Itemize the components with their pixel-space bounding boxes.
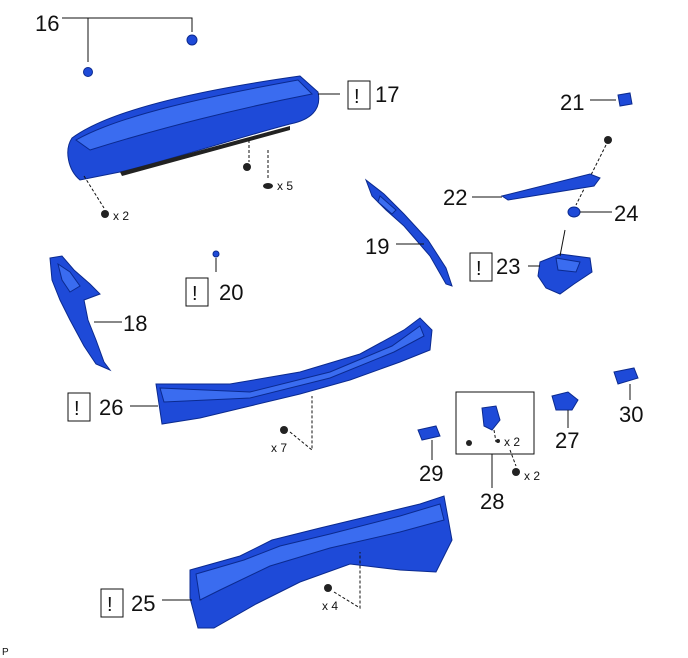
- label-24: 24: [614, 201, 638, 226]
- label-23: 23: [496, 254, 520, 279]
- warning-mark-25: !: [107, 594, 113, 616]
- label-21: 21: [560, 90, 584, 115]
- label-25: 25: [131, 591, 155, 616]
- part-17-rear-spoiler: [67, 75, 340, 181]
- qty-sensor-nut: x 2: [504, 435, 520, 449]
- lower-clips: [324, 552, 361, 609]
- label-26: 26: [99, 395, 123, 420]
- part-28-sensor-assembly: [455, 391, 535, 488]
- part-22-wiper-arm: [472, 173, 601, 201]
- label-18: 18: [123, 311, 147, 336]
- part-24-pivot: [567, 206, 612, 218]
- label-27: 27: [555, 428, 579, 453]
- label-20: 20: [219, 280, 243, 305]
- part-26-lower-panel: [130, 317, 433, 425]
- wiper-nut: [575, 136, 612, 206]
- part-20-clip: [212, 250, 220, 272]
- panel-clips: [280, 396, 313, 452]
- label-28: 28: [480, 489, 504, 514]
- qty-lower-clip: x 4: [322, 599, 338, 613]
- warning-box-25: [100, 588, 124, 618]
- label-17: 17: [375, 82, 399, 107]
- warning-mark-26: !: [74, 398, 80, 420]
- warning-mark-20: !: [192, 283, 198, 305]
- spoiler-fasteners: [83, 140, 273, 218]
- footer-code: P: [2, 647, 9, 658]
- label-22: 22: [443, 185, 467, 210]
- label-19: 19: [365, 234, 389, 259]
- part-29-switch: [417, 425, 441, 460]
- warning-box-23: [469, 252, 493, 282]
- label-16: 16: [35, 11, 59, 36]
- qty-panel-clip: x 7: [271, 441, 287, 455]
- part-30-camera: [613, 367, 639, 400]
- qty-spoiler-clip: x 5: [277, 179, 293, 193]
- qty-sensor-screw: x 2: [524, 469, 540, 483]
- warning-mark-23: !: [476, 258, 482, 280]
- part-16-clips: [62, 17, 198, 77]
- warning-box-17: [347, 80, 371, 110]
- warning-mark-17: !: [354, 86, 360, 108]
- part-21-cap: [590, 92, 633, 107]
- label-30: 30: [619, 402, 643, 427]
- part-23-wiper-motor: [528, 229, 593, 295]
- part-27-lock: [551, 391, 579, 428]
- qty-spoiler-screw: x 2: [113, 209, 129, 223]
- part-18-side-garnish: [49, 255, 122, 372]
- warning-box-20: [185, 277, 209, 307]
- warning-box-26: [67, 392, 91, 422]
- part-19-garnish: [364, 178, 453, 287]
- label-29: 29: [419, 461, 443, 486]
- part-25-lower-garnish: [162, 495, 453, 629]
